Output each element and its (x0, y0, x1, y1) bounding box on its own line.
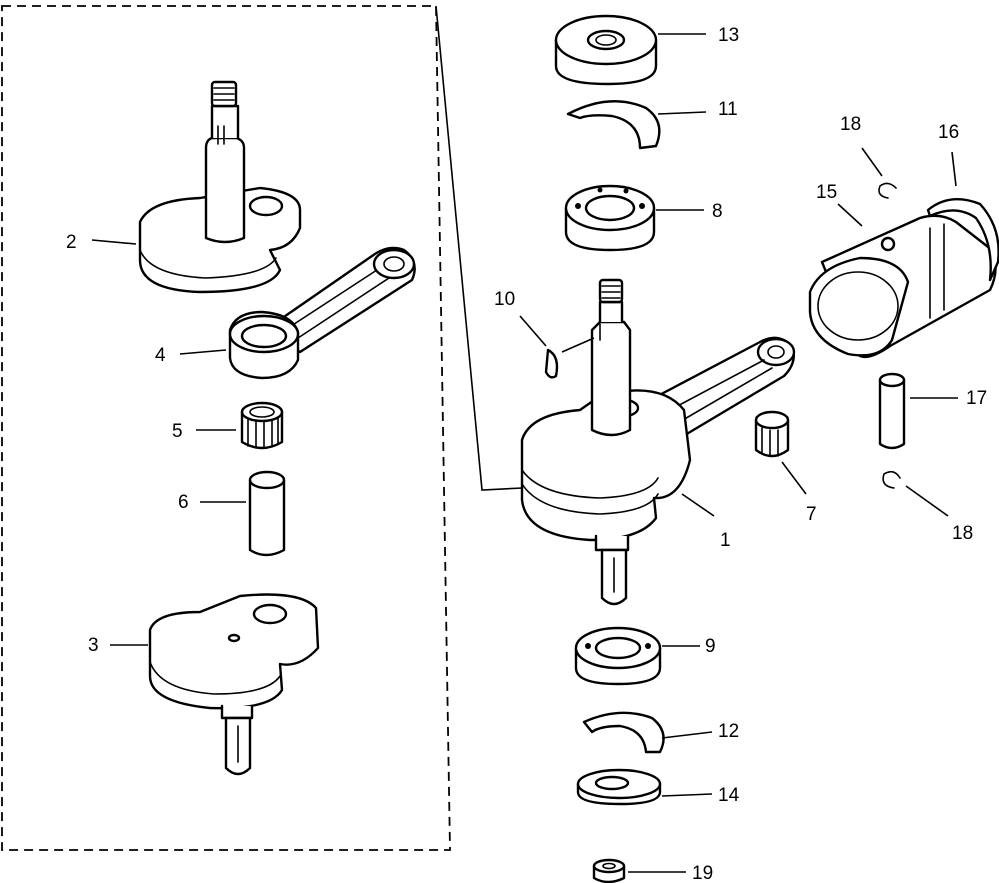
exploded-view-box (1, 5, 523, 851)
part-6-crank-pin (248, 470, 286, 557)
part-18-circlip-lower (882, 470, 901, 489)
callout-13: 13 (718, 25, 739, 46)
part-16-piston-ring (926, 198, 999, 282)
part-7-needle-bearing (754, 410, 790, 458)
part-14-seal (576, 768, 662, 806)
callout-14: 14 (718, 785, 740, 806)
part-18-circlip-upper (878, 182, 897, 199)
part-2-upper-crank-half (138, 80, 302, 294)
part-8-ball-bearing (564, 184, 656, 252)
leader-lines (91, 33, 958, 873)
callout-16: 16 (938, 122, 959, 143)
callout-11: 11 (718, 99, 738, 120)
part-4-connecting-rod (228, 246, 416, 380)
callout-15: 15 (816, 182, 837, 203)
callout-18-upper: 18 (840, 114, 861, 135)
part-11-retaining-ring (566, 100, 661, 150)
callout-3: 3 (88, 635, 99, 656)
part-1-crankshaft-assembly (520, 278, 796, 606)
callout-9: 9 (705, 636, 716, 657)
callout-10: 10 (494, 289, 515, 310)
callout-17: 17 (966, 388, 987, 409)
callout-labels: 2 3 4 5 6 13 11 8 10 1 7 9 12 14 19 15 1… (66, 25, 987, 883)
part-17-piston-pin (878, 372, 906, 450)
part-3-lower-crank-half (148, 593, 320, 776)
part-5-needle-bearing (240, 401, 284, 450)
part-15-piston (808, 214, 997, 359)
callout-5: 5 (172, 421, 183, 442)
callout-19: 19 (692, 863, 713, 883)
part-10-woodruff-key (544, 348, 559, 379)
callout-8: 8 (712, 201, 723, 222)
callout-6: 6 (178, 492, 189, 513)
callout-12: 12 (718, 721, 739, 742)
callout-4: 4 (155, 345, 166, 366)
callout-7: 7 (806, 504, 817, 525)
part-19-nut (592, 858, 626, 883)
part-13-seal (554, 14, 658, 86)
part-12-retaining-ring (582, 711, 665, 754)
callout-1: 1 (720, 530, 731, 551)
callout-2: 2 (66, 232, 77, 253)
callout-18-lower: 18 (952, 523, 973, 544)
part-9-ball-bearing (574, 626, 662, 686)
